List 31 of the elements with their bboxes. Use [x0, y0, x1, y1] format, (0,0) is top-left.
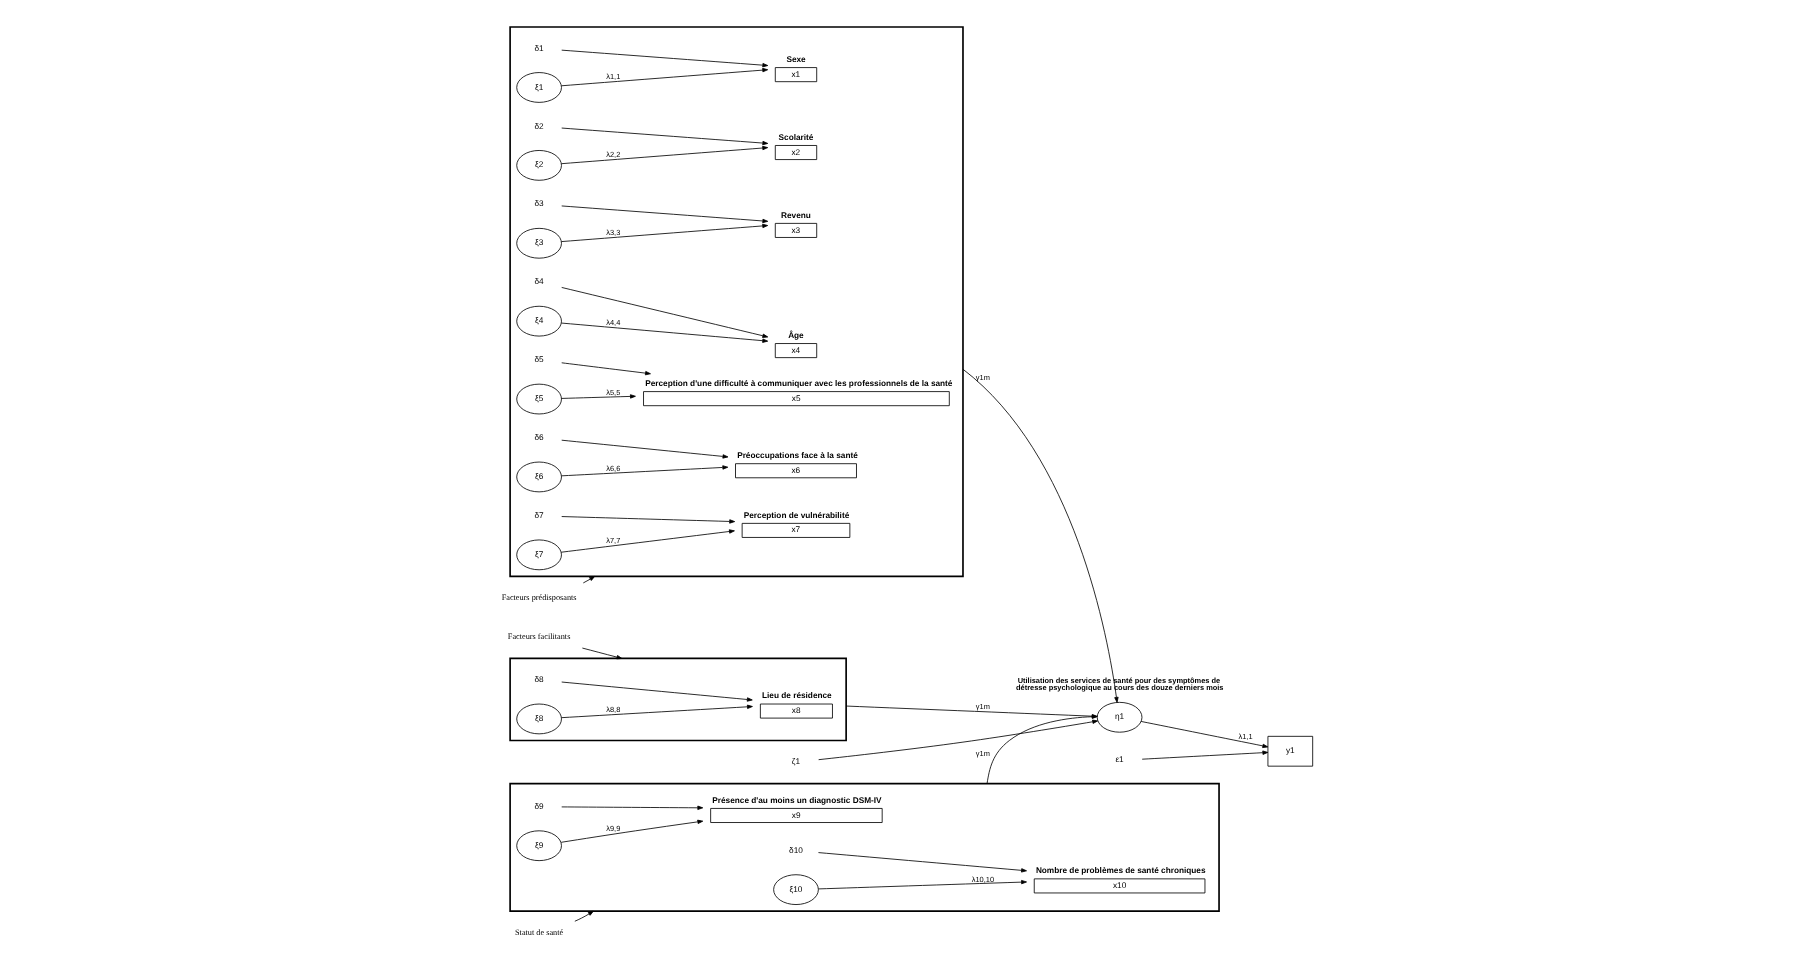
cluster [509, 782, 1220, 913]
arrow [561, 127, 769, 146]
arrow [818, 719, 1099, 761]
arrow [561, 322, 769, 343]
arrow [561, 805, 704, 810]
arrow [561, 49, 769, 68]
arrow [561, 145, 769, 165]
arrow [561, 516, 736, 524]
cluster [509, 26, 964, 578]
arrow [561, 439, 729, 459]
arrow [582, 576, 595, 584]
arrow [560, 819, 704, 843]
arrow [962, 368, 1119, 703]
arrow [561, 223, 769, 242]
arrow [1141, 750, 1269, 760]
arrow [561, 362, 651, 376]
arrow [560, 529, 735, 553]
arrow [845, 705, 1098, 719]
arrow [561, 465, 729, 477]
arrow [818, 852, 1027, 873]
arrow [561, 67, 769, 87]
arrow [561, 205, 769, 224]
arrow [561, 394, 636, 399]
arrow [818, 879, 1027, 890]
arrow [561, 287, 769, 338]
arrow [574, 910, 594, 922]
arrow [561, 704, 753, 719]
arrow [581, 647, 623, 660]
arrow [1140, 721, 1269, 749]
arrow [561, 681, 753, 702]
arrow [986, 714, 1098, 784]
